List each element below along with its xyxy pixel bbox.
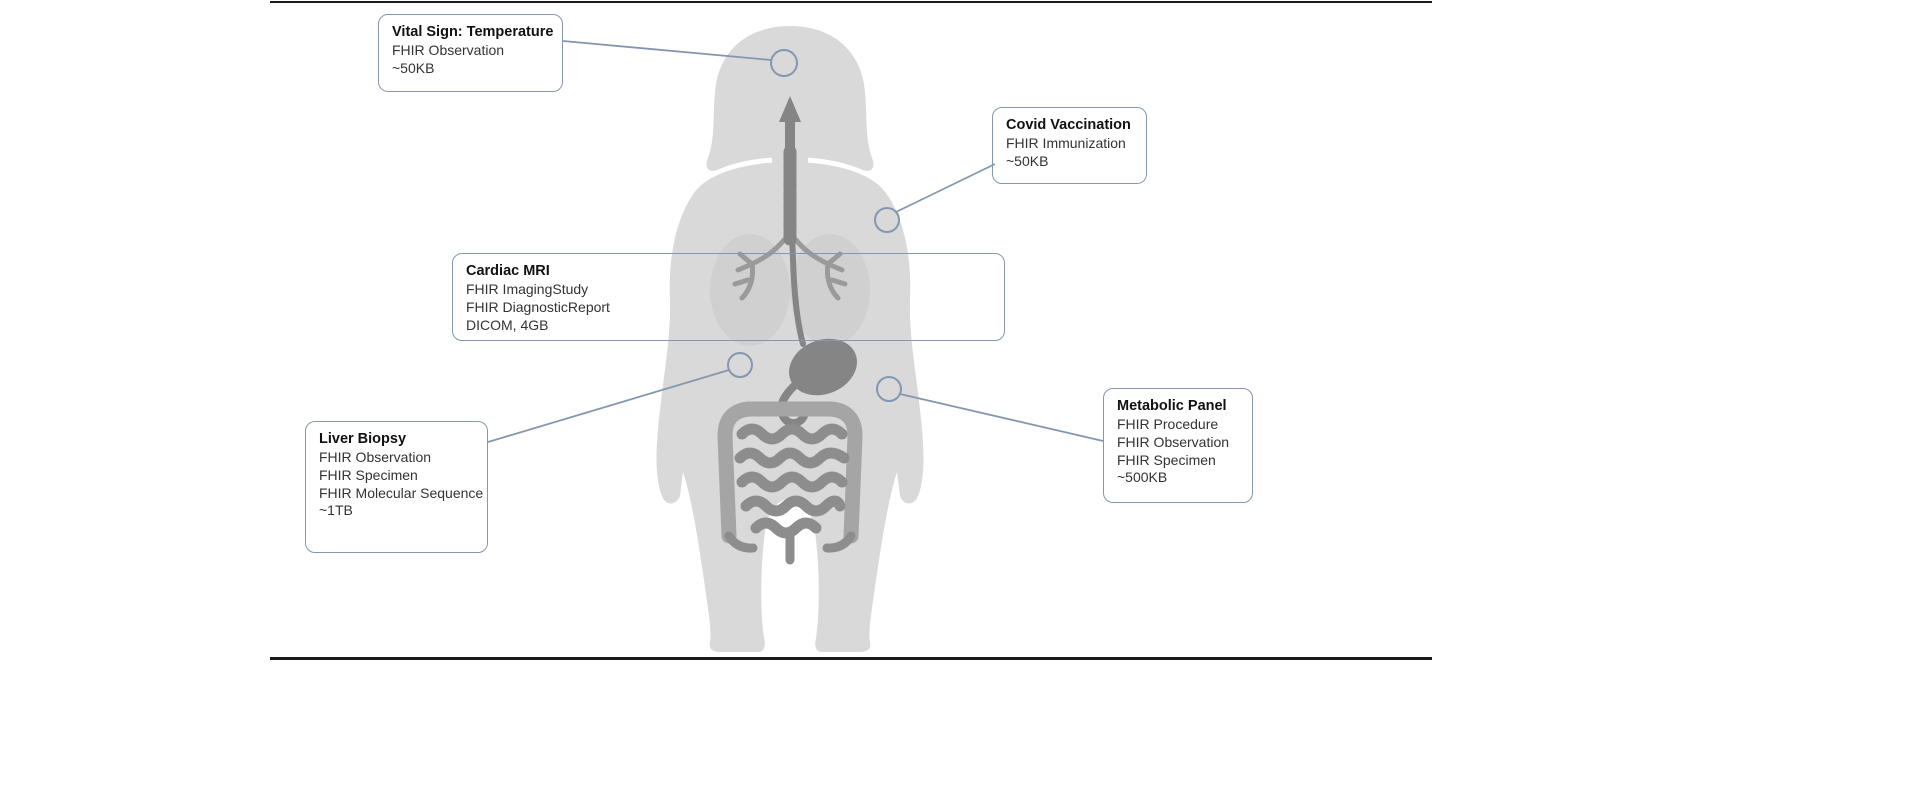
callout-line: FHIR Observation	[1117, 433, 1230, 450]
callout-line: DICOM, 4GB	[466, 316, 549, 333]
callout-metabolic-panel: Metabolic Panel FHIR Procedure FHIR Obse…	[1103, 388, 1253, 503]
callout-title: Cardiac MRI	[466, 263, 550, 279]
callout-line: FHIR Observation	[392, 42, 505, 59]
callout-line: FHIR Specimen	[1117, 451, 1216, 468]
callout-covid-vaccination: Covid Vaccination FHIR Immunization ~50K…	[992, 107, 1147, 184]
anchor-circle-vital-sign	[770, 49, 798, 77]
stomach-icon	[789, 338, 857, 396]
organs	[710, 96, 870, 565]
rectum-icon	[724, 531, 856, 565]
bronchi-icon	[732, 237, 848, 301]
callout-line: FHIR DiagnosticReport	[466, 298, 610, 315]
larynx-arrow-icon	[779, 96, 801, 122]
larynx-stem	[785, 116, 795, 154]
callout-line: FHIR Specimen	[319, 466, 418, 483]
slide-top-border	[270, 1, 1432, 3]
connector-line-covid	[895, 163, 996, 213]
callout-cardiac-mri: Cardiac MRI FHIR ImagingStudy FHIR Diagn…	[452, 253, 1005, 341]
connector-line-liver	[487, 369, 730, 443]
callout-vital-sign-temperature: Vital Sign: Temperature FHIR Observation…	[378, 14, 563, 92]
slide-bottom-border	[270, 657, 1432, 660]
callout-liver-biopsy: Liver Biopsy FHIR Observation FHIR Speci…	[305, 421, 488, 553]
callout-title: Covid Vaccination	[1006, 117, 1131, 133]
callout-line: ~50KB	[392, 59, 435, 76]
large-intestine-icon	[717, 401, 863, 544]
anchor-circle-liver	[727, 352, 753, 378]
callout-title: Liver Biopsy	[319, 431, 407, 447]
anchor-circle-metabolic	[876, 376, 902, 402]
anchor-circle-covid	[874, 207, 900, 233]
callout-line: FHIR Observation	[319, 449, 432, 466]
connector-line-metabolic	[899, 393, 1104, 442]
callout-line: FHIR Molecular Sequence	[319, 484, 484, 501]
esophagus-icon	[787, 149, 806, 347]
small-intestine-icon	[734, 423, 850, 539]
callout-line: ~50KB	[1006, 152, 1049, 169]
callout-title: Metabolic Panel	[1117, 398, 1227, 414]
duodenum-icon	[777, 382, 808, 427]
callout-line: FHIR Immunization	[1006, 135, 1126, 152]
callout-line: FHIR Procedure	[1117, 416, 1219, 433]
callout-title: Vital Sign: Temperature	[392, 24, 554, 40]
callout-line: ~1TB	[319, 502, 353, 519]
connectors	[487, 40, 1104, 443]
callout-line: FHIR ImagingStudy	[466, 281, 589, 298]
callout-line: ~500KB	[1117, 469, 1168, 486]
connector-line-vital-sign	[562, 40, 772, 61]
